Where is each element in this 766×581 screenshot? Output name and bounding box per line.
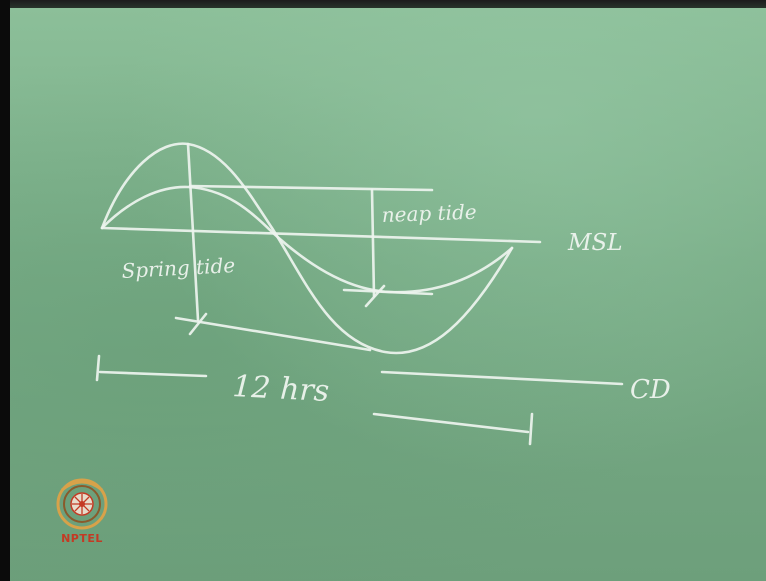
neap-tide-tick (364, 284, 386, 308)
nptel-emblem-icon (56, 478, 108, 530)
nptel-logo: NPTEL (44, 470, 120, 552)
spring-tide-tick (188, 312, 208, 336)
spring-tide-marker (186, 142, 200, 322)
duration-right-tick (528, 412, 534, 446)
label-cd: CD (630, 375, 671, 405)
neap-high-line (188, 184, 434, 192)
spring-low-line (174, 316, 372, 352)
spring-tide-curve (100, 142, 514, 355)
label-spring-tide: Spring tide (121, 253, 236, 283)
nptel-logo-text: NPTEL (61, 532, 103, 545)
duration-left-tick (95, 354, 101, 382)
duration-line-right (372, 412, 530, 434)
board-top-edge (10, 0, 766, 10)
neap-tide-marker (370, 188, 376, 298)
label-neap-tide: neap tide (381, 200, 477, 227)
msl-line (100, 226, 542, 244)
chalkboard (10, 8, 766, 581)
cd-line (380, 370, 624, 386)
neap-low-line (342, 288, 434, 296)
duration-line-left (98, 370, 208, 378)
label-duration: 12 hrs (232, 369, 330, 409)
neap-tide-curve (100, 185, 514, 294)
label-msl: MSL (567, 230, 623, 256)
